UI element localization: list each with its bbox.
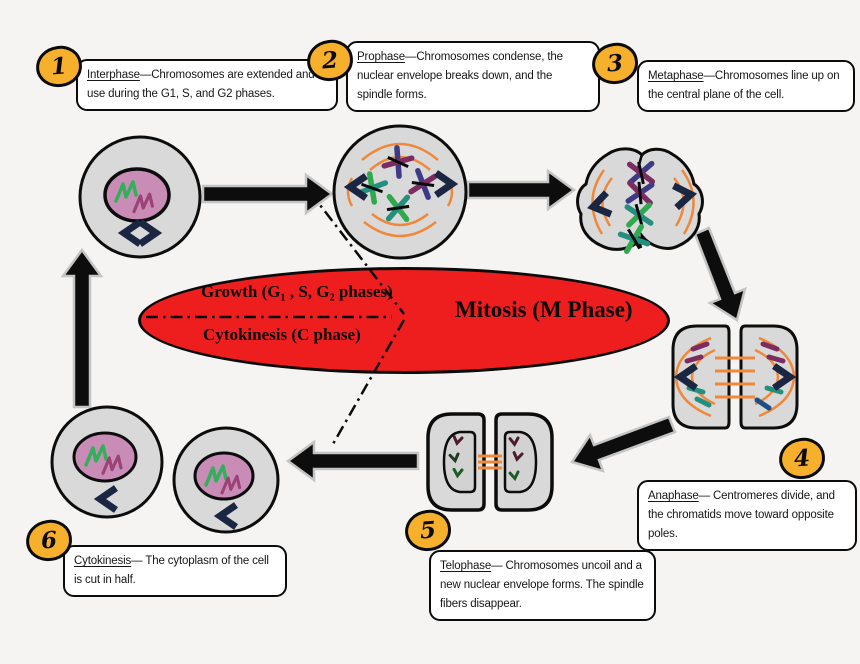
step-number: 4: [793, 444, 811, 473]
daughter-cell-membrane: [494, 412, 554, 512]
step-number: 6: [40, 526, 58, 555]
separating-chromatids: [684, 341, 786, 411]
phase-term: Metaphase: [648, 70, 704, 82]
telophase-description-box: Telophase— Chromosomes uncoil and a new …: [429, 550, 656, 621]
arrow-cytokinesis-to-interphase: [60, 247, 104, 409]
chromatin-green-icon: [204, 464, 228, 487]
chromosome-icon: [628, 181, 652, 205]
daughter-cell-membrane: [426, 412, 486, 512]
centriole-icon: [350, 176, 366, 198]
chromatin-purple-icon: [132, 192, 155, 214]
dash: —: [139, 69, 152, 81]
nucleus: [72, 431, 138, 483]
chromosome-icon: [383, 147, 414, 178]
chromatin-green-icon: [114, 180, 138, 203]
chromatin-green-icon: [84, 444, 108, 467]
phase-term: Interphase: [87, 69, 140, 81]
anaphase-cell-illustration: [671, 324, 799, 430]
phase-term: Cytokinesis: [74, 555, 132, 567]
cytokinesis-description-box: Cytokinesis— The cytoplasm of the cell i…: [63, 545, 287, 597]
mitosis-phase-label: Mitosis (M Phase): [455, 297, 633, 322]
chromosome-icon: [357, 173, 387, 203]
step-number: 2: [321, 46, 339, 75]
step-number: 5: [419, 516, 437, 545]
chromatin-purple-icon: [101, 454, 123, 475]
telophase-cell-illustration: [426, 412, 554, 512]
centriole-icon: [140, 222, 156, 244]
daughter-cell-membrane: [50, 405, 164, 519]
dash: —: [703, 70, 716, 82]
chromosome-icon: [630, 162, 653, 185]
spindle-fibers: [346, 142, 454, 238]
centriole-icon: [436, 173, 452, 195]
membrane-crease: [636, 153, 644, 170]
centriole-icon: [100, 488, 116, 510]
uncoiling-chromosomes: [448, 435, 524, 481]
cell-membrane: [671, 324, 731, 430]
cytokinesis-phase-label: Cytokinesis (C phase): [203, 325, 361, 344]
phase-description: Chromosomes uncoil and a new nuclear env…: [440, 560, 644, 610]
phase-description: Chromosomes are extended and in use duri…: [87, 69, 327, 100]
cell-membrane: [739, 324, 799, 430]
spindle-fibers: [591, 169, 695, 235]
centriole-icon: [220, 505, 236, 527]
spindle-remnant-fibers: [478, 454, 502, 470]
cytokinesis-cells-illustration: [50, 405, 280, 534]
phase-term: Anaphase: [648, 490, 699, 502]
arrow-anaphase-to-telophase: [570, 415, 677, 473]
step-number: 3: [606, 49, 624, 78]
chromosome-icon: [627, 203, 651, 227]
phase-description: Chromosomes condense, the nuclear envelo…: [357, 51, 563, 101]
arrow-metaphase-to-anaphase: [693, 226, 747, 322]
prophase-description-box: Prophase—Chromosomes condense, the nucle…: [346, 41, 600, 112]
phase-term: Telophase: [440, 560, 492, 572]
phase-description: The cytoplasm of the cell is cut in half…: [74, 555, 269, 586]
interphase-description-box: Interphase—Chromosomes are extended and …: [76, 59, 338, 111]
centriole-icon: [680, 366, 696, 388]
phase-description: Chromosomes line up on the central plane…: [648, 70, 840, 101]
chromosome-icon: [409, 170, 437, 198]
cell-membrane: [332, 124, 468, 260]
dash: —: [698, 490, 711, 502]
arrow-interphase-to-prophase: [201, 172, 335, 216]
metaphase-description-box: Metaphase—Chromosomes line up on the cen…: [637, 60, 855, 112]
step-badge-5: 5: [402, 507, 454, 554]
spindle-fibers: [674, 336, 796, 418]
dash: —: [491, 560, 503, 572]
membrane-crease: [636, 234, 643, 249]
prophase-cell-illustration: [332, 124, 468, 260]
chromosome-icon: [387, 197, 410, 220]
centriole-icon: [591, 193, 611, 218]
chromosome-icon: [620, 225, 648, 253]
dash: —: [131, 555, 143, 567]
interphase-cell-illustration: [78, 135, 202, 259]
step-number: 1: [50, 52, 68, 81]
new-nuclear-envelope: [442, 430, 477, 494]
centriole-icon: [124, 222, 140, 244]
centriole-icon: [674, 184, 693, 208]
metaphase-cell-illustration: [576, 147, 704, 253]
cycle-phase-ellipse: Growth (G₁ , S, G₂ phases) Cytokinesis (…: [138, 267, 670, 374]
new-nuclear-envelope: [503, 430, 538, 494]
nucleus: [193, 451, 255, 501]
cell-membrane: [576, 147, 704, 251]
phase-description: Centromeres divide, and the chromatids m…: [648, 490, 835, 540]
growth-phase-label: Growth (G₁ , S, G₂ phases): [201, 282, 393, 301]
nucleus: [103, 167, 171, 223]
centriole-icon: [774, 366, 790, 388]
arrow-prophase-to-metaphase: [466, 168, 577, 212]
anaphase-description-box: Anaphase— Centromeres divide, and the ch…: [637, 480, 857, 551]
cell-membrane: [78, 135, 202, 259]
phase-term: Prophase: [357, 51, 406, 63]
arrow-telophase-to-cytokinesis: [285, 439, 420, 483]
dash: —: [405, 51, 417, 63]
daughter-cell-membrane: [172, 426, 280, 534]
chromatin-purple-icon: [220, 474, 242, 495]
step-badge-4: 4: [776, 435, 828, 482]
